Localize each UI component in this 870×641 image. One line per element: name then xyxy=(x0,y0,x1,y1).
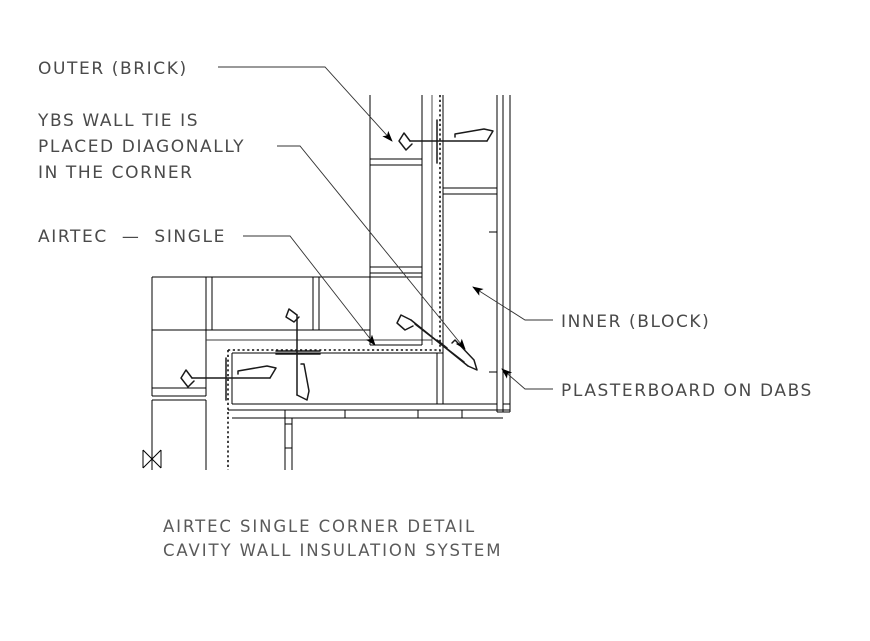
title-line-2: CAVITY WALL INSULATION SYSTEM xyxy=(163,541,502,560)
label-airtec-single: AIRTEC — SINGLE xyxy=(38,227,226,247)
wall-tie-diagonal-corner xyxy=(396,314,478,371)
label-ybs-wall-tie-line2: PLACED DIAGONALLY xyxy=(38,137,245,157)
vertical-wall-assembly xyxy=(370,95,510,412)
outer-brick-leaf-horizontal xyxy=(152,277,422,470)
wall-tie-vertical-center xyxy=(275,308,321,401)
corner-junction xyxy=(370,277,510,412)
airtec-insulation-edge-horizontal xyxy=(227,349,440,412)
leader-airtec-single xyxy=(243,235,376,346)
leader-plasterboard xyxy=(501,368,553,390)
inner-block-leaf-vertical xyxy=(443,95,497,412)
wall-tie-upper xyxy=(398,119,494,164)
leader-inner-block xyxy=(472,286,553,321)
plasterboard-on-dabs-vertical xyxy=(503,95,510,412)
label-ybs-wall-tie-line1: YBS WALL TIE IS xyxy=(37,111,199,131)
break-symbol xyxy=(143,450,161,468)
label-inner-block: INNER (BLOCK) xyxy=(561,312,710,332)
title-line-1: AIRTEC SINGLE CORNER DETAIL xyxy=(163,517,476,536)
leader-outer-brick xyxy=(218,66,393,142)
plasterboard-on-dabs-horizontal xyxy=(228,410,510,470)
leader-ybs-wall-tie xyxy=(277,145,466,350)
label-outer-brick: OUTER (BRICK) xyxy=(38,59,188,79)
horizontal-wall-assembly xyxy=(152,277,510,470)
label-ybs-wall-tie-line3: IN THE CORNER xyxy=(38,163,194,183)
wall-tie-lower-left xyxy=(180,357,277,401)
label-plasterboard-on-dabs: PLASTERBOARD ON DABS xyxy=(561,381,813,401)
outer-brick-leaf-vertical xyxy=(370,95,422,345)
inner-block-leaf-horizontal xyxy=(232,353,497,404)
